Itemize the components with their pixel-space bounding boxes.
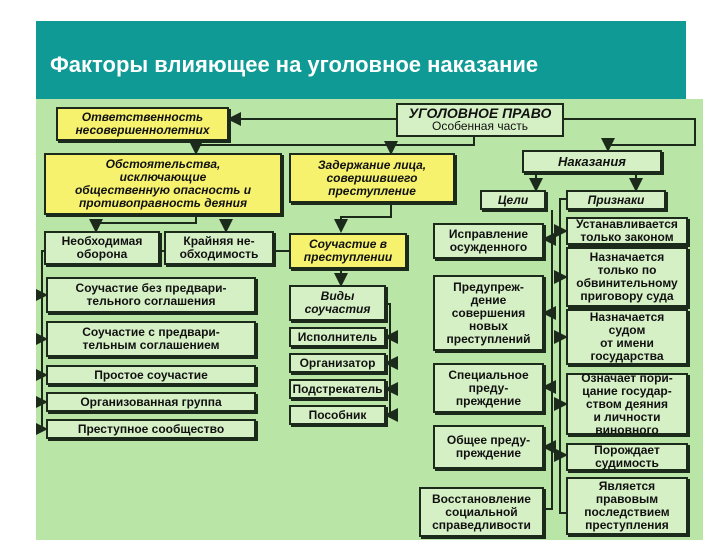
organized-group-box: Организованная группа bbox=[46, 392, 256, 412]
goals-box: Цели bbox=[480, 190, 546, 210]
instigator-box: Подстрекатель bbox=[289, 379, 386, 399]
simple-complicity-box: Простое соучастие bbox=[46, 365, 256, 385]
criminal-law-box: УГОЛОВНОЕ ПРАВО Особенная часть bbox=[396, 103, 564, 137]
executor-box: Исполнитель bbox=[289, 327, 386, 347]
imposed-by-verdict-box: Назначается только по обвинительному при… bbox=[566, 247, 688, 307]
detention-box: Задержание лица, совершившего преступлен… bbox=[289, 153, 455, 203]
state-censure-box: Означает пори- цание государ- ством деян… bbox=[566, 371, 688, 436]
slide-header bbox=[36, 21, 686, 99]
types-of-complicity-box: Виды соучастия bbox=[289, 285, 386, 321]
special-part-label: Особенная часть bbox=[432, 119, 528, 133]
necessary-defense-box: Необходимая оборона bbox=[44, 231, 160, 265]
diagram-panel: УГОЛОВНОЕ ПРАВО Особенная часть Ответств… bbox=[36, 99, 703, 540]
imposed-by-court-box: Назначается судом от имени государства bbox=[566, 309, 688, 365]
correction-box: Исправление осужденного bbox=[433, 223, 544, 259]
organizer-box: Организатор bbox=[289, 353, 386, 373]
signs-box: Признаки bbox=[566, 190, 666, 210]
prevention-new-crimes-box: Предупреж- дение совершения новых престу… bbox=[433, 275, 544, 351]
complicity-without-agreement-box: Соучастие без предвари- тельного соглаше… bbox=[46, 277, 256, 313]
criminal-law-label: УГОЛОВНОЕ ПРАВО bbox=[408, 105, 552, 121]
punishments-box: Наказания bbox=[522, 150, 662, 173]
complicity-box: Соучастие в преступлении bbox=[289, 233, 407, 269]
extreme-necessity-box: Крайняя не- обходимость bbox=[164, 231, 274, 265]
slide-title: Факторы влияющее на уголовное наказание bbox=[50, 52, 539, 77]
connector-lines bbox=[36, 112, 696, 514]
juvenile-liability-box: Ответственность несовершеннолетних bbox=[56, 107, 229, 141]
special-prevention-box: Специальное преду- преждение bbox=[433, 363, 544, 413]
circumstances-box: Обстоятельства, исключающие общественную… bbox=[44, 153, 282, 215]
criminal-record-box: Порождает судимость bbox=[566, 443, 688, 471]
general-prevention-box: Общее преду- преждение bbox=[433, 425, 544, 469]
legal-consequence-box: Является правовым последствием преступле… bbox=[566, 477, 688, 535]
restoration-justice-box: Восстановление социальной справедливости bbox=[419, 487, 544, 537]
accomplice-box: Пособник bbox=[289, 405, 386, 425]
established-by-law-box: Устанавливается только законом bbox=[566, 217, 688, 245]
criminal-community-box: Преступное сообщество bbox=[46, 419, 256, 439]
complicity-with-agreement-box: Соучастие с предвари- тельным соглашение… bbox=[46, 321, 256, 357]
